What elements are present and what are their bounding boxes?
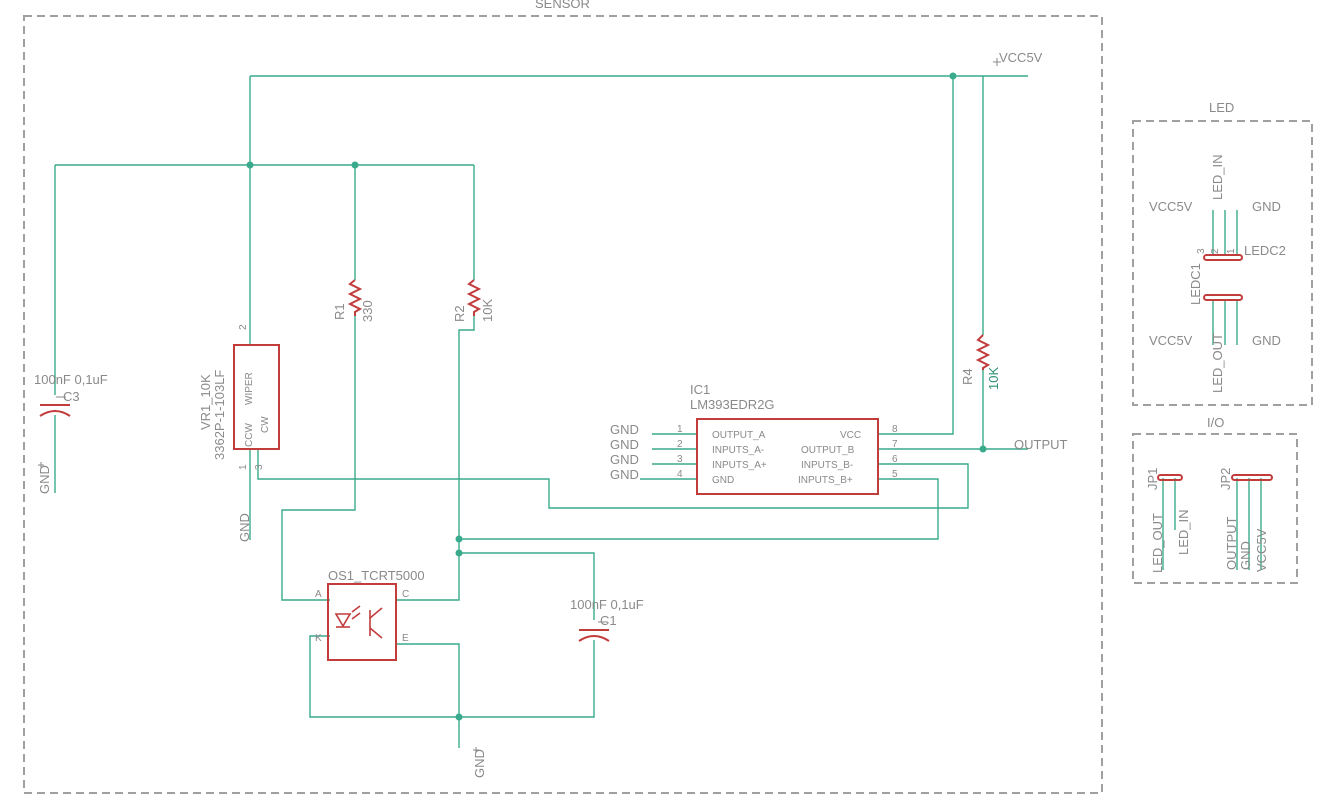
capacitor-c1: 100nF 0,1uF C1	[570, 597, 644, 642]
svg-text:A: A	[315, 589, 322, 600]
wires	[54, 75, 1028, 748]
led-connectors: LED_IN VCC5V GND VCC5V GND LED_OUT LEDC2…	[1149, 154, 1286, 393]
svg-text:2: 2	[238, 324, 249, 330]
svg-text:OUTPUT_A: OUTPUT_A	[712, 430, 766, 441]
svg-text:LED_IN: LED_IN	[1176, 509, 1191, 555]
gnd-label-os1: GND	[472, 747, 487, 778]
os1-name: OS1_TCRT5000	[328, 568, 425, 583]
svg-text:3: 3	[254, 464, 265, 470]
vr1-pin-ccw: CCW	[244, 423, 255, 447]
ic1-name: IC1	[690, 382, 710, 397]
svg-text:GND: GND	[712, 475, 734, 486]
potentiometer-vr1: CCW WIPER CW 2 1 3 VR1_10K 3362P-1-103LF	[198, 324, 280, 470]
svg-text:LED_OUT: LED_OUT	[1150, 513, 1165, 573]
vr1-value: 3362P-1-103LF	[212, 370, 227, 460]
svg-text:LED_IN: LED_IN	[1210, 154, 1225, 200]
svg-text:1: 1	[1226, 248, 1237, 254]
svg-text:4: 4	[677, 469, 683, 480]
ledc2-name: LEDC2	[1244, 243, 1286, 258]
svg-text:2: 2	[1210, 248, 1221, 254]
svg-text:GND: GND	[472, 749, 487, 778]
c1-name: C1	[600, 613, 617, 628]
jp1-name: JP1	[1145, 468, 1160, 490]
svg-text:5: 5	[892, 469, 898, 480]
vr1-pin-wiper: WIPER	[244, 372, 255, 405]
c3-value: 100nF 0,1uF	[34, 372, 108, 387]
resistor-r4: R4 10K	[960, 334, 1001, 390]
sensor-frame-title: SENSOR	[535, 0, 590, 11]
svg-text:8: 8	[892, 424, 898, 435]
svg-text:VCC: VCC	[840, 430, 861, 441]
svg-text:GND: GND	[1238, 541, 1253, 570]
svg-text:C: C	[402, 589, 409, 600]
r1-name: R1	[332, 303, 347, 320]
svg-text:2: 2	[677, 439, 683, 450]
led-frame	[1132, 120, 1313, 406]
svg-text:VCC5V: VCC5V	[1254, 528, 1269, 572]
resistor-r2: R2 10K	[452, 279, 495, 322]
ledc1-name: LEDC1	[1188, 263, 1203, 305]
svg-text:INPUTS_A+: INPUTS_A+	[712, 460, 767, 471]
svg-text:GND: GND	[1252, 199, 1281, 214]
svg-text:1: 1	[238, 464, 249, 470]
svg-text:INPUTS_B+: INPUTS_B+	[798, 475, 853, 486]
gnd-label-vr1: GND	[237, 513, 252, 542]
ic-lm393: IC1 LM393EDR2G 1 2 3 4 OUTPUT_A INPUTS_A…	[610, 382, 898, 495]
jp2-name: JP2	[1218, 468, 1233, 490]
io-connectors: JP1 LED_OUT LED_IN JP2 OUTPUT GND VCC5V	[1145, 468, 1273, 573]
svg-text:3: 3	[677, 454, 683, 465]
capacitor-c3: 100nF 0,1uF C3	[34, 372, 108, 417]
svg-text:INPUTS_A-: INPUTS_A-	[712, 445, 764, 456]
r4-name: R4	[960, 368, 975, 385]
junctions	[246, 72, 987, 721]
vcc5v-net-label: VCC5V	[999, 50, 1043, 65]
svg-text:GND: GND	[237, 513, 252, 542]
svg-text:GND: GND	[37, 465, 52, 494]
c1-value: 100nF 0,1uF	[570, 597, 644, 612]
c3-name: C3	[63, 389, 80, 404]
svg-text:K: K	[315, 633, 322, 644]
optical-sensor-os1: OS1_TCRT5000 A C K E	[315, 568, 425, 661]
svg-text:GND: GND	[1252, 333, 1281, 348]
svg-text:GND: GND	[610, 467, 639, 482]
svg-text:OUTPUT_B: OUTPUT_B	[801, 445, 855, 456]
r1-value: 330	[360, 300, 375, 322]
svg-text:GND: GND	[610, 452, 639, 467]
svg-text:GND: GND	[610, 422, 639, 437]
svg-text:GND: GND	[610, 437, 639, 452]
resistor-r1: R1 330	[332, 279, 375, 322]
svg-text:7: 7	[892, 439, 898, 450]
gnd-label-c3: GND	[37, 462, 52, 494]
r2-name: R2	[452, 305, 467, 322]
svg-text:E: E	[402, 633, 409, 644]
r2-value: 10K	[480, 299, 495, 322]
output-net-label: OUTPUT	[1014, 437, 1068, 452]
sensor-frame	[23, 15, 1103, 794]
svg-text:OUTPUT: OUTPUT	[1224, 517, 1239, 571]
svg-text:VCC5V: VCC5V	[1149, 199, 1193, 214]
svg-text:1: 1	[677, 424, 683, 435]
ic1-value: LM393EDR2G	[690, 397, 775, 412]
io-frame	[1132, 433, 1298, 584]
vr1-name: VR1_10K	[198, 374, 213, 430]
svg-text:INPUTS_B-: INPUTS_B-	[801, 460, 853, 471]
svg-text:VCC5V: VCC5V	[1149, 333, 1193, 348]
svg-text:3: 3	[1196, 248, 1207, 254]
r4-value: 10K	[986, 367, 1001, 390]
svg-text:LED_OUT: LED_OUT	[1210, 333, 1225, 393]
vr1-pin-cw: CW	[260, 416, 271, 433]
io-frame-title: I/O	[1207, 415, 1224, 430]
led-frame-title: LED	[1209, 100, 1234, 115]
svg-text:6: 6	[892, 454, 898, 465]
